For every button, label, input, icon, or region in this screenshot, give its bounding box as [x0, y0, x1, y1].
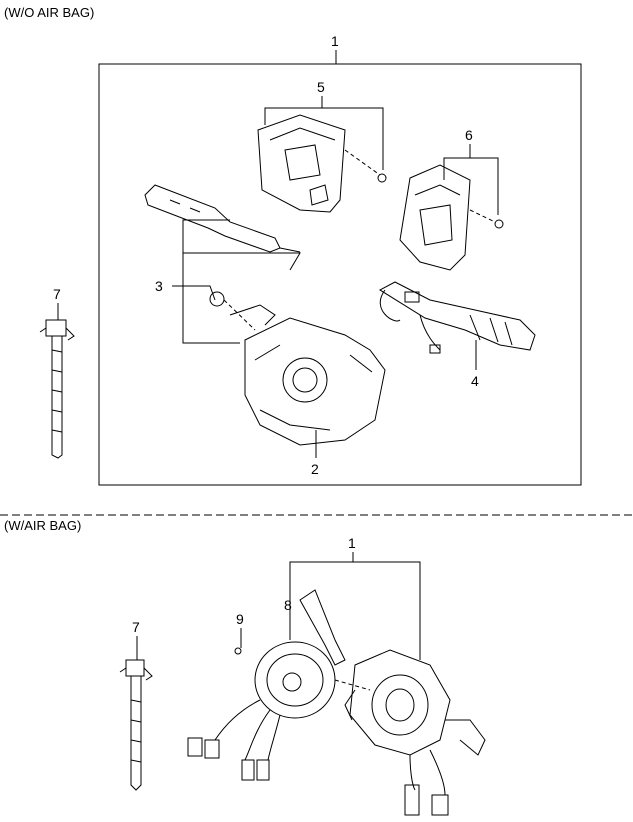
assembly-frame	[98, 63, 582, 486]
callout-9: 9	[236, 611, 244, 627]
callout-1: 1	[331, 33, 339, 49]
section-title-without-airbag: (W/O AIR BAG)	[4, 5, 95, 20]
section-title-with-airbag: (W/AIR BAG)	[4, 518, 82, 533]
leader-6	[443, 157, 499, 215]
part-2-switch-body	[229, 304, 386, 446]
part-6-switch	[399, 164, 504, 271]
callout-1-bottom: 1	[348, 535, 356, 551]
callout-6: 6	[465, 127, 473, 143]
part-7-cable-tie-bottom	[119, 659, 153, 791]
callout-2: 2	[311, 461, 319, 477]
callout-7: 7	[53, 286, 61, 302]
leader-3	[182, 219, 240, 344]
callout-5: 5	[317, 79, 325, 95]
part-3-lever	[144, 184, 301, 331]
callout-3: 3	[155, 278, 163, 294]
part-4-lever	[379, 281, 536, 354]
leader-5	[264, 107, 384, 170]
part-7-cable-tie	[39, 319, 75, 459]
part-5-switch	[257, 114, 387, 213]
callout-8: 8	[284, 597, 292, 613]
part-1-multifunction-switch	[299, 589, 486, 816]
callout-4: 4	[471, 373, 479, 389]
callout-7-bottom: 7	[132, 619, 140, 635]
leader-1-bottom	[289, 561, 421, 660]
part-8-clock-spring	[187, 641, 371, 781]
